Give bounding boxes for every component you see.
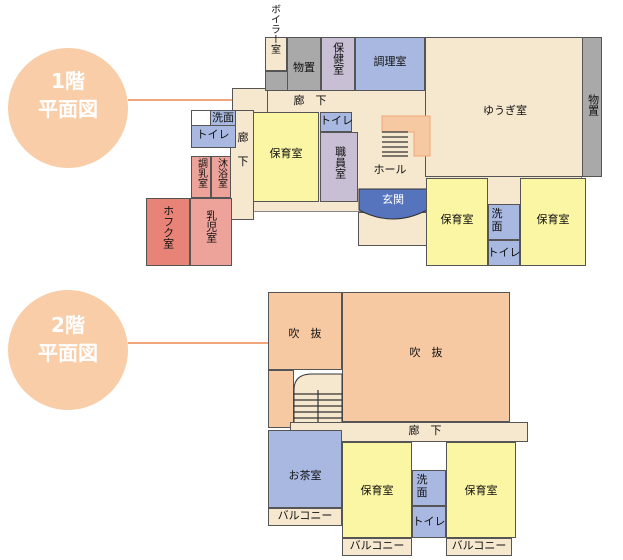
toilet2-label: トイレ	[412, 515, 446, 528]
nursery2-right	[446, 442, 516, 538]
tea-room	[268, 430, 342, 508]
formula-room-label: 調乳室	[195, 158, 207, 188]
floor1-badge-line1: 1階	[51, 69, 85, 93]
nursery-left-label: 保育室	[269, 147, 303, 160]
wash-left-label: 洗面	[212, 111, 234, 124]
void-left-lower	[268, 370, 294, 428]
balcony-right	[446, 538, 512, 556]
play-room	[425, 37, 585, 177]
floor2-leader-line	[128, 342, 268, 344]
infant-room-label: 乳児室	[204, 210, 218, 243]
balcony-right-label: バルコニー	[451, 539, 507, 552]
toilet-left-label: トイレ	[196, 128, 230, 141]
boiler-room-label: ボイラー室	[268, 4, 280, 54]
storage-right-label: 物置	[586, 94, 600, 116]
entrance-label: 玄関	[382, 193, 404, 206]
staff-room	[320, 132, 358, 202]
stairs-floor2	[293, 373, 343, 425]
void-right-label: 吹 抜	[409, 346, 443, 359]
void-left-label: 吹 抜	[288, 327, 322, 340]
nursery2-right-label: 保育室	[464, 484, 498, 497]
corridor-top-label: 廊 下	[293, 94, 327, 107]
play-room-label: ゆうぎ室	[483, 104, 527, 117]
corridor-left-label-2: 下	[237, 155, 249, 168]
toilet-mid	[320, 112, 352, 132]
corridor-floor2-label: 廊 下	[408, 424, 442, 437]
corridor-left-label-1: 廊	[237, 131, 249, 144]
stairs-floor1	[381, 115, 431, 157]
void-left	[268, 292, 342, 370]
nursery2-left	[342, 442, 412, 538]
nursery-right	[520, 178, 586, 266]
void-right	[342, 292, 510, 422]
floor1-badge	[8, 48, 128, 168]
floor1-badge-line2: 平面図	[38, 97, 98, 121]
kitchen-label: 調理室	[373, 55, 407, 68]
nursery2-left-label: 保育室	[360, 484, 394, 497]
toilet-left-box	[191, 125, 236, 148]
toilet-right	[488, 240, 520, 266]
nursery-mid-label: 保育室	[440, 213, 474, 226]
hall-label: ホール	[373, 163, 407, 176]
hofuku-room-label: ホフク室	[161, 205, 175, 249]
nursery-right-label: 保育室	[536, 213, 570, 226]
bath-room-label: 沐浴室	[215, 158, 227, 188]
toilet-right-label: トイレ	[487, 246, 521, 259]
floor1-leader-line	[128, 99, 232, 101]
storage-top-label: 物置	[293, 61, 315, 74]
storage-top-upper	[287, 37, 321, 91]
hofuku-room	[146, 198, 190, 266]
wash-right-label: 洗面	[491, 207, 503, 233]
nursery-left	[253, 112, 319, 202]
balcony-mid	[342, 538, 412, 556]
boiler-room	[265, 37, 287, 71]
health-room-label: 保健室	[331, 42, 345, 75]
kitchen	[355, 37, 425, 91]
tea-room-label: お茶室	[288, 469, 322, 482]
health-room	[321, 37, 355, 91]
floor2-badge-line1: 2階	[51, 313, 85, 337]
wash2-label: 洗面	[416, 473, 428, 499]
balcony-mid-label: バルコニー	[349, 539, 405, 552]
floor2-badge-line2: 平面図	[38, 341, 98, 365]
bath-room	[211, 156, 231, 198]
toilet2	[412, 506, 446, 538]
balcony-left-label: バルコニー	[277, 509, 333, 522]
floor2-badge	[8, 290, 128, 410]
infant-room	[190, 198, 232, 266]
wash2	[412, 470, 446, 506]
nursery-mid	[426, 178, 488, 266]
staff-room-label: 職員室	[333, 146, 347, 179]
wash-right	[488, 204, 520, 240]
storage-right	[582, 37, 602, 177]
formula-room	[191, 156, 211, 198]
balcony-left	[268, 508, 342, 526]
toilet-mid-label: トイレ	[320, 114, 353, 127]
